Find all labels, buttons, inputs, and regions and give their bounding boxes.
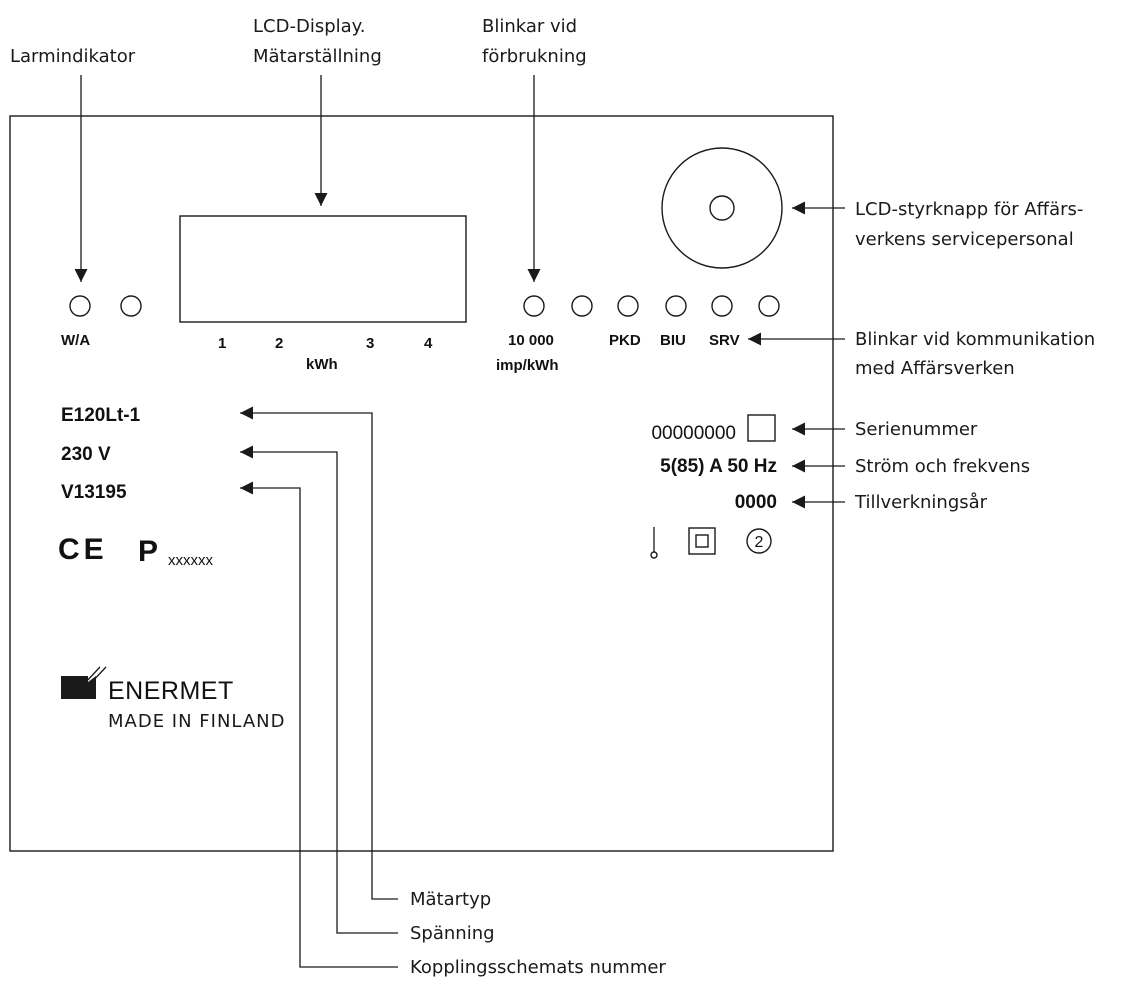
callout-blink-line1: Blinkar vid xyxy=(482,16,577,37)
enermet-logo-stroke-icon xyxy=(89,666,107,685)
made-in-finland: MADE IN FINLAND xyxy=(108,711,286,732)
callout-comm-line2: med Affärsverken xyxy=(855,358,1015,379)
double-insulation-outer-icon xyxy=(688,527,716,555)
year-value: 0000 xyxy=(735,492,777,513)
control-knob-outer xyxy=(661,147,783,269)
voltage-value: 230 V xyxy=(61,444,111,465)
srv-label: SRV xyxy=(709,332,740,349)
serial-number-value: 00000000 xyxy=(651,423,736,444)
callout-current: Ström och frekvens xyxy=(855,456,1030,477)
callout-comm-line1: Blinkar vid kommunikation xyxy=(855,329,1095,350)
meter-panel-frame xyxy=(9,115,834,852)
leader-scheme xyxy=(240,481,398,968)
indicator-led-4 xyxy=(571,295,593,317)
callout-lcd-line2: Mätarställning xyxy=(253,46,382,67)
digit-label-3: 3 xyxy=(366,335,374,352)
serial-box xyxy=(747,414,776,442)
callout-lcd-line1: LCD-Display. xyxy=(253,16,365,37)
terminal-symbol-foot-icon xyxy=(650,551,658,559)
callout-year: Tillverkningsår xyxy=(854,492,988,513)
digit-label-4: 4 xyxy=(424,335,433,352)
callout-knob-line2: verkens servicepersonal xyxy=(855,229,1074,250)
enermet-logo-stroke-icon xyxy=(83,666,101,685)
srv-led xyxy=(711,295,733,317)
double-insulation-inner-icon xyxy=(695,534,709,548)
meter-type-value: E120Lt-1 xyxy=(61,405,141,426)
callout-meter-type: Mätartyp xyxy=(410,889,491,910)
imp-line1: 10 000 xyxy=(508,332,554,349)
control-knob-inner xyxy=(709,195,735,221)
callout-scheme: Kopplingsschemats nummer xyxy=(410,957,666,978)
callout-blink-line2: förbrukning xyxy=(482,46,587,67)
digit-label-2: 2 xyxy=(275,335,283,352)
consumption-led xyxy=(523,295,545,317)
current-rating-value: 5(85) A 50 Hz xyxy=(660,456,777,477)
class-circle-icon xyxy=(746,528,772,554)
callout-knob-line1: LCD-styrknapp för Affärs- xyxy=(855,199,1083,220)
imp-line2: imp/kWh xyxy=(496,357,559,374)
enermet-brand: ENERMET xyxy=(108,677,234,705)
biu-led xyxy=(665,295,687,317)
leader-voltage xyxy=(240,445,398,934)
indicator-led-8 xyxy=(758,295,780,317)
wa-label: W/A xyxy=(61,332,90,349)
alarm-indicator-led xyxy=(69,295,91,317)
unit-label: kWh xyxy=(306,356,338,373)
pkd-label: PKD xyxy=(609,332,641,349)
approval-code: xxxxxx xyxy=(168,552,214,569)
callout-voltage: Spänning xyxy=(410,923,495,944)
callout-serial: Serienummer xyxy=(855,419,978,440)
enermet-logo-icon xyxy=(61,676,96,699)
class-value: 2 xyxy=(755,534,764,551)
leader-meter-type xyxy=(240,406,398,900)
callout-alarm: Larmindikator xyxy=(10,46,136,67)
scheme-number-value: V13195 xyxy=(61,482,127,503)
biu-label: BIU xyxy=(660,332,686,349)
ce-mark: CE xyxy=(58,533,108,566)
lcd-display-window xyxy=(179,215,467,323)
indicator-led-2 xyxy=(120,295,142,317)
pkd-led xyxy=(617,295,639,317)
digit-label-1: 1 xyxy=(218,335,226,352)
p-mark: P xyxy=(138,535,158,568)
